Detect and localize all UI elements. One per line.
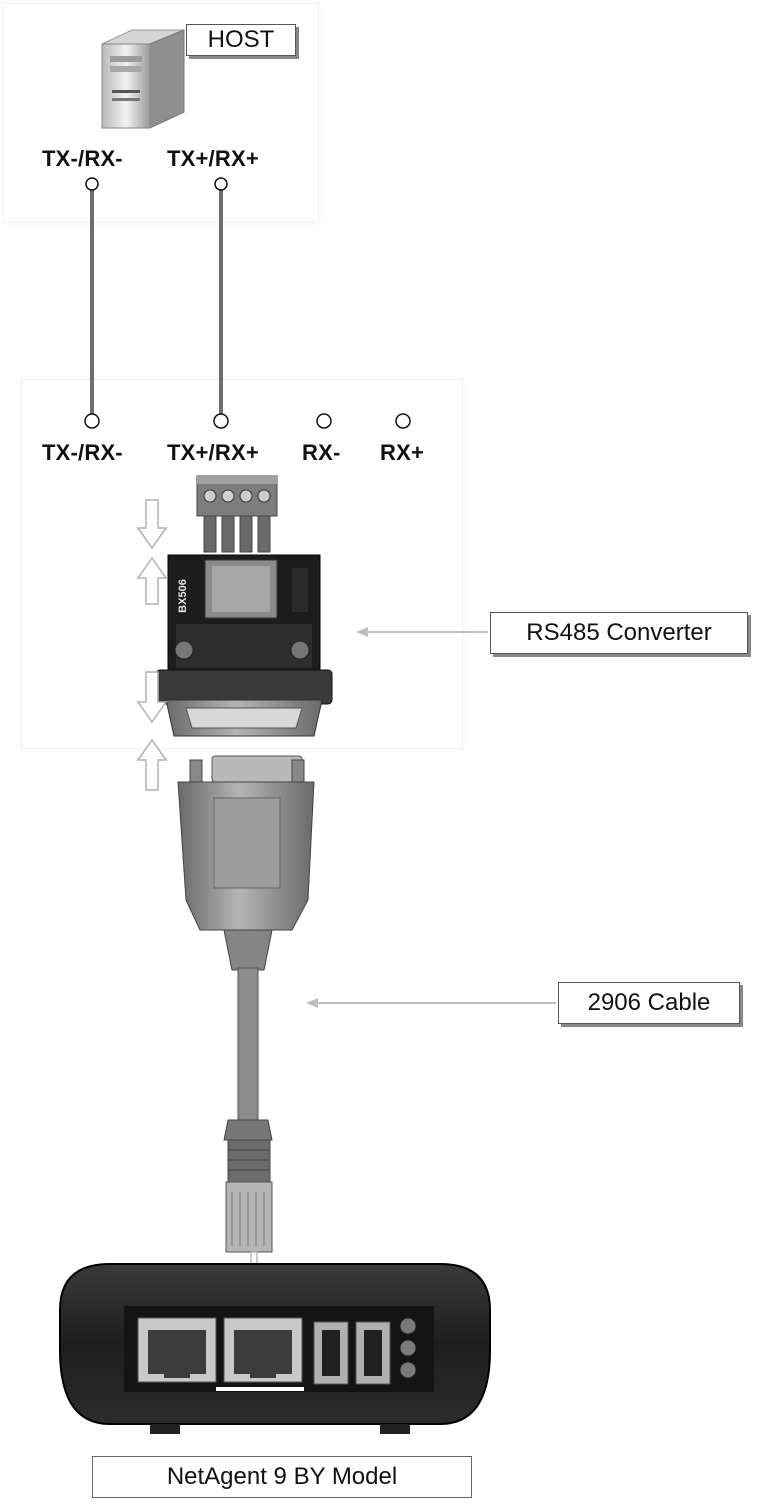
converter-model-marking: BX506 (176, 579, 189, 613)
device-label: NetAgent 9 BY Model (92, 1456, 472, 1498)
ethernet-port-2-icon (223, 1317, 303, 1383)
host-terminal-label-tx-minus: TX-/RX- (42, 146, 123, 171)
netagent-device (59, 1263, 491, 1434)
usb-port-1-icon (313, 1321, 349, 1385)
converter-terminal-rx-minus[interactable] (316, 413, 332, 429)
cable-callout-arrow (306, 998, 556, 1008)
converter-terminal-rx-plus[interactable] (395, 413, 411, 429)
cable-wire (237, 967, 259, 1125)
converter-terminal-label-rx-minus: RX- (302, 440, 341, 465)
cable-db9-connector-icon (177, 755, 315, 971)
rs485-converter-board (167, 554, 321, 674)
converter-terminal-label-rx-plus: RX+ (380, 440, 425, 465)
host-computer-icon (101, 29, 185, 129)
usb-port-2-icon (355, 1321, 391, 1385)
ethernet-port-1-icon (137, 1317, 217, 1383)
terminal-block (196, 475, 278, 553)
converter-terminal-tx-minus[interactable] (84, 413, 100, 429)
converter-terminal-label-tx-minus: TX-/RX- (42, 440, 123, 465)
host-terminal-label-tx-plus: TX+/RX+ (167, 146, 259, 171)
converter-callout-label: RS485 Converter (490, 612, 748, 654)
converter-terminal-label-tx-plus: TX+/RX+ (167, 440, 259, 465)
converter-callout-arrow (356, 627, 488, 637)
host-terminal-tx-plus[interactable] (214, 177, 228, 191)
cable-callout-label: 2906 Cable (558, 982, 740, 1024)
insert-arrows (136, 499, 168, 791)
rj45-plug-icon (223, 1119, 273, 1253)
status-led-icons (399, 1317, 417, 1379)
host-terminal-tx-minus[interactable] (85, 177, 99, 191)
db9-connector (155, 669, 333, 737)
host-label: HOST (186, 24, 296, 56)
converter-terminal-tx-plus[interactable] (213, 413, 229, 429)
